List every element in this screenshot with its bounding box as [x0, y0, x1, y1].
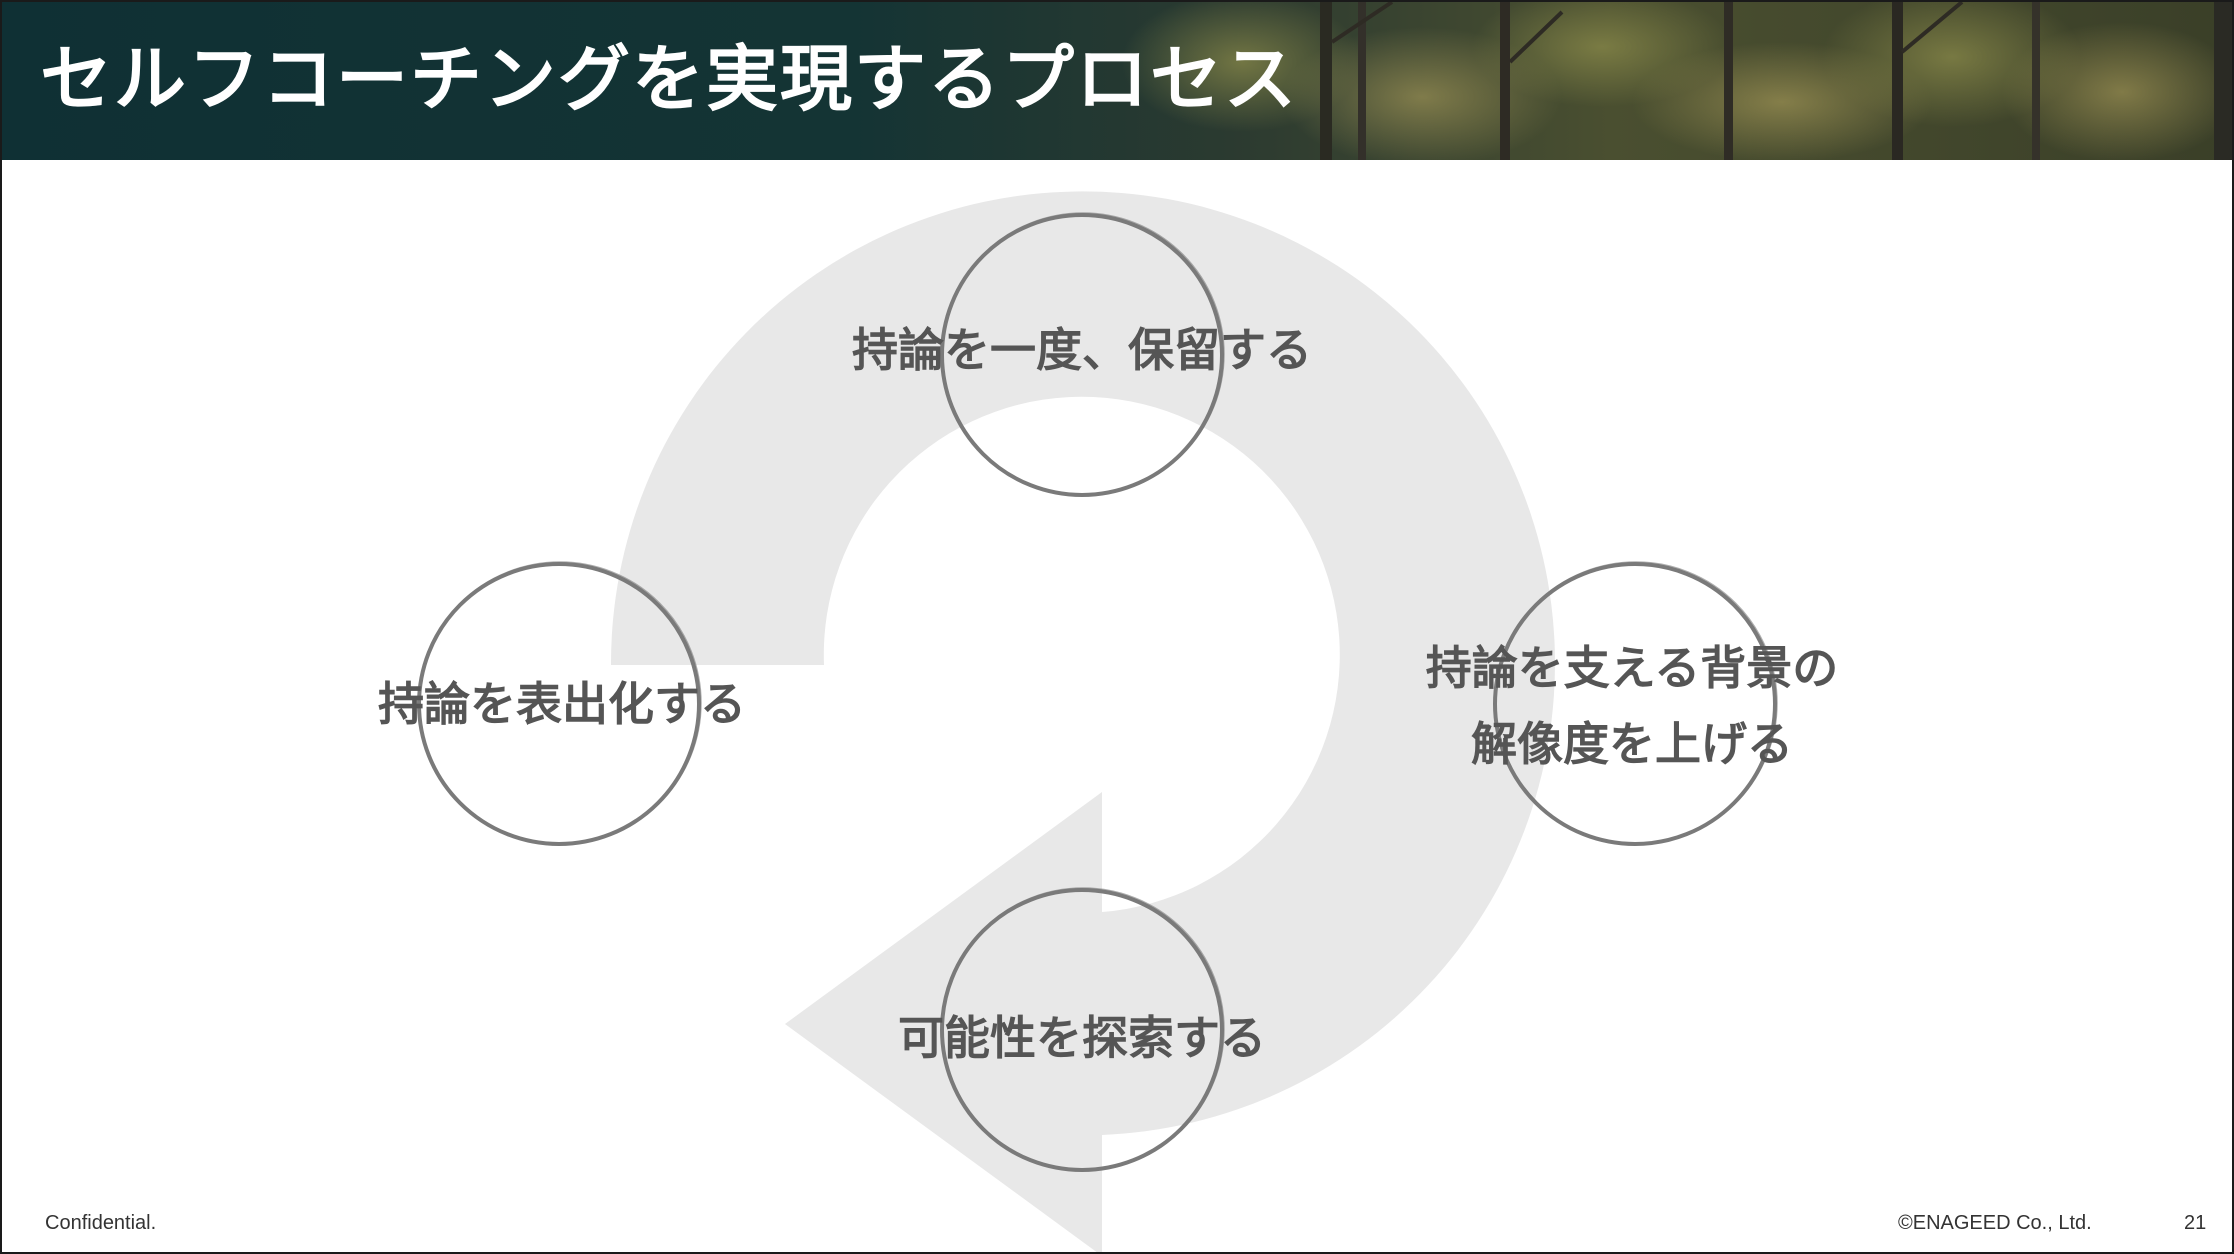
cycle-arrow-graphic — [417, 191, 1778, 1252]
copyright-notice: ©ENAGEED Co., Ltd. — [1898, 1212, 2092, 1234]
step-circle-right — [1493, 561, 1778, 846]
cycle-arrow — [610, 191, 1555, 1252]
header-banner: セルフコーチングを実現するプロセス — [2, 2, 2232, 160]
slide-title: セルフコーチングを実現するプロセス — [40, 37, 1299, 121]
confidential-note: Confidential. — [45, 1212, 157, 1234]
step-circle-bottom — [940, 887, 1225, 1172]
step-circle-top — [940, 212, 1225, 497]
step-label-externalize-belief: 持論を表出化する — [378, 677, 746, 731]
step-circle-left — [417, 561, 702, 846]
step-label-line-1: 持論を支える背景の — [1425, 641, 1839, 695]
step-label-explore-possibilities: 可能性を探索する — [898, 1011, 1266, 1065]
step-label-suspend-belief: 持論を一度、保留する — [852, 323, 1312, 377]
step-label-line-2: 解像度を上げる — [1471, 717, 1793, 771]
forest-banner-image — [2, 2, 2232, 160]
page-number: 21 — [2184, 1212, 2207, 1234]
step-label-increase-resolution: 持論を支える背景の 解像度を上げる — [1382, 630, 1882, 782]
process-cycle-diagram: 持論を一度、保留する 持論を支える背景の 解像度を上げる 可能性を探索する 持論… — [2, 160, 2232, 1252]
